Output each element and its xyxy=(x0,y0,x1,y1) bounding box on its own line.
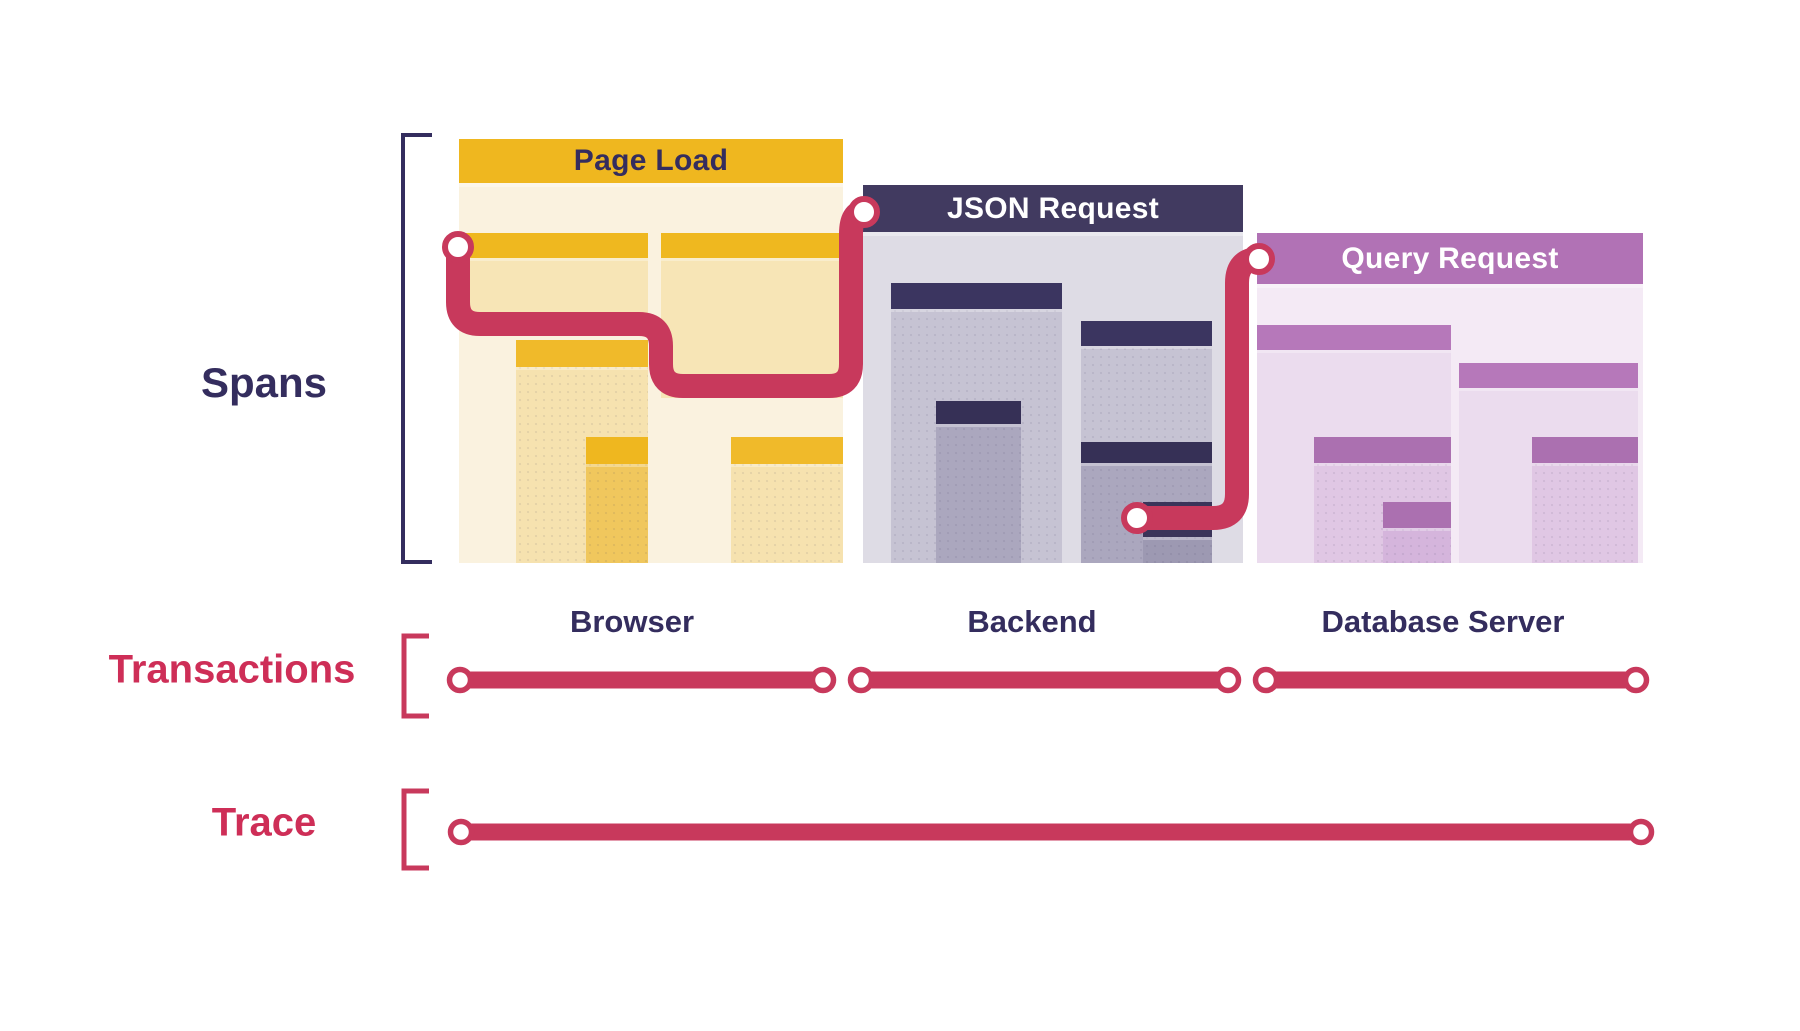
span-bar xyxy=(731,437,843,563)
trace-label: Trace xyxy=(211,800,317,845)
span-bar-header xyxy=(1383,502,1451,528)
trace-node-icon xyxy=(447,818,475,846)
transaction-node-icon xyxy=(1622,666,1650,694)
caption-browser: Browser xyxy=(569,604,695,639)
span-bar-header xyxy=(1257,325,1451,350)
panel-json-request-header: JSON Request xyxy=(863,185,1243,232)
span-bar-header xyxy=(459,233,648,258)
spans-bracket-icon xyxy=(401,133,432,564)
transaction-node-icon xyxy=(446,666,474,694)
span-bar xyxy=(936,401,1021,563)
panel-query-request: Query Request xyxy=(1257,233,1643,563)
transactions-bracket-icon xyxy=(401,633,429,719)
span-bar-header xyxy=(516,340,648,367)
span-bar xyxy=(1314,437,1451,563)
span-bar-header xyxy=(1532,437,1638,463)
panel-query-request-header: Query Request xyxy=(1257,233,1643,284)
caption-database-server: Database Server xyxy=(1321,604,1565,639)
span-bar-header xyxy=(731,437,843,464)
span-bar-header xyxy=(891,283,1062,309)
panel-page-load-title: Page Load xyxy=(573,144,729,177)
span-bar xyxy=(1081,321,1212,442)
span-bar-header xyxy=(1081,442,1212,463)
panel-query-request-title: Query Request xyxy=(1341,241,1559,275)
span-bar-header xyxy=(1314,437,1451,463)
span-bar xyxy=(459,233,648,318)
panel-json-request-title: JSON Request xyxy=(947,191,1159,225)
span-bar xyxy=(661,233,843,398)
transaction-node-icon xyxy=(809,666,837,694)
span-bar xyxy=(1383,502,1451,563)
span-bar-header xyxy=(661,233,843,258)
span-bar xyxy=(586,437,648,563)
spans-label: Spans xyxy=(200,359,328,406)
transaction-node-icon xyxy=(1252,666,1280,694)
panel-page-load: Page Load xyxy=(459,139,843,563)
transaction-node-icon xyxy=(1214,666,1242,694)
span-bar-header xyxy=(1081,321,1212,346)
transaction-node-icon xyxy=(847,666,875,694)
span-bar-header xyxy=(1459,363,1638,388)
span-bar xyxy=(1532,437,1638,563)
panel-json-request: JSON Request xyxy=(863,185,1243,563)
span-bar xyxy=(1143,502,1212,563)
caption-backend: Backend xyxy=(967,604,1097,639)
span-bar-header xyxy=(586,437,648,464)
trace-bracket-icon xyxy=(401,788,429,871)
span-bar-header xyxy=(1143,502,1212,537)
transactions-label: Transactions xyxy=(108,647,356,692)
span-bar-header xyxy=(936,401,1021,424)
trace-node-icon xyxy=(1627,818,1655,846)
panel-page-load-header: Page Load xyxy=(459,139,843,183)
